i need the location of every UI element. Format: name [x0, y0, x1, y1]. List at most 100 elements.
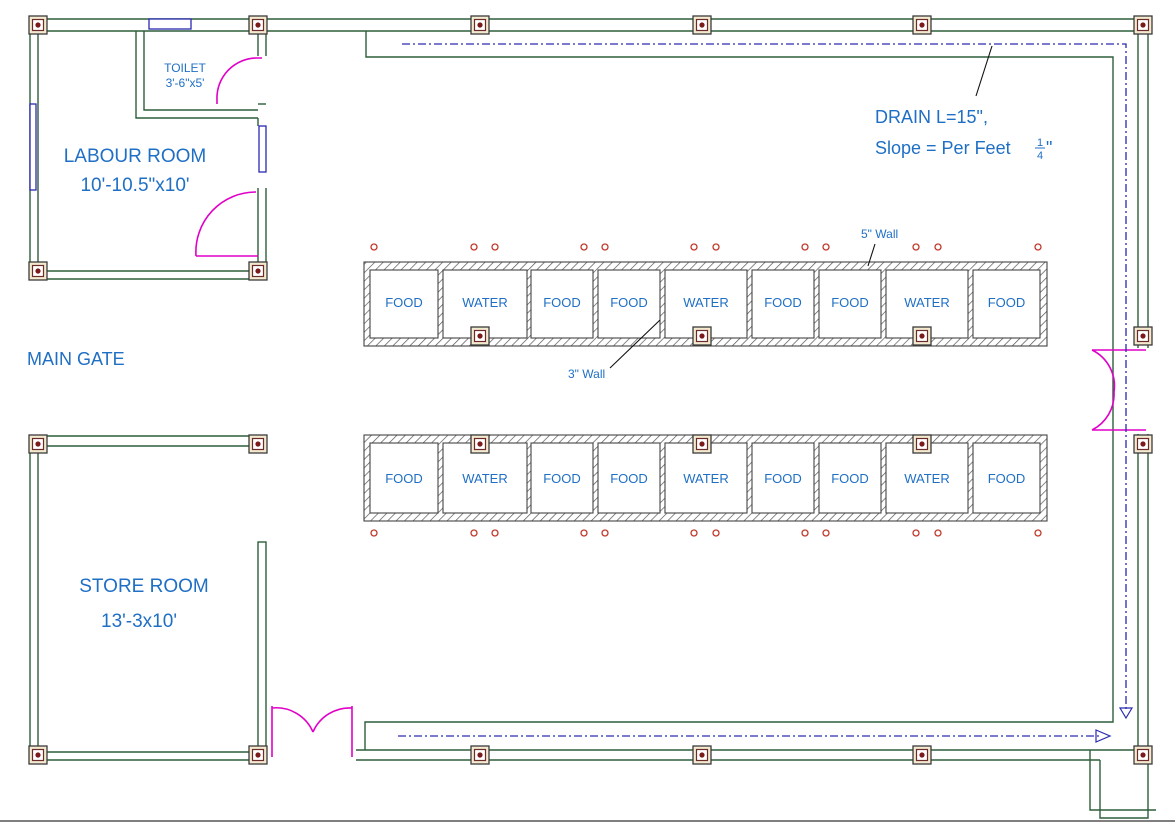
toilet-window-top [148, 18, 192, 30]
trough-cell [818, 442, 882, 514]
column-post [470, 745, 490, 765]
post-marker [470, 529, 478, 537]
structural-columns [28, 15, 1153, 765]
trough-cell-label: FOOD [385, 295, 423, 310]
post-marker [1034, 243, 1042, 251]
drain-slope-suffix: " [1046, 138, 1052, 158]
drain-leader [975, 45, 993, 97]
labour-room-window-right [258, 125, 267, 173]
trough-cell-label: WATER [683, 471, 729, 486]
post-marker [370, 529, 378, 537]
column-post [692, 434, 712, 454]
post-marker [491, 243, 499, 251]
column-post [1133, 745, 1153, 765]
drain-slope-prefix: Slope = Per Feet [875, 138, 1011, 158]
trough-cell-label: FOOD [988, 471, 1026, 486]
post-marker [580, 243, 588, 251]
column-post [28, 434, 48, 454]
five-inch-wall-leader [867, 243, 876, 267]
post-marker [580, 529, 588, 537]
column-post [248, 261, 268, 281]
column-post [28, 261, 48, 281]
post-marker [712, 243, 720, 251]
drain-fraction-den: 4 [1037, 150, 1043, 162]
labour-room-size: 10'-10.5"x10' [80, 175, 189, 196]
trough-cell-label: FOOD [764, 295, 802, 310]
trough-cell [751, 442, 815, 514]
post-marker [801, 243, 809, 251]
column-post [28, 15, 48, 35]
trough-cell [818, 269, 882, 339]
column-post [912, 745, 932, 765]
store-room-size: 13'-3x10' [101, 611, 177, 632]
labour-room-door[interactable] [195, 191, 258, 257]
column-post [912, 15, 932, 35]
column-post [692, 15, 712, 35]
trough-cell-label: FOOD [831, 295, 869, 310]
labour-room-window-left [29, 103, 37, 191]
column-post [248, 745, 268, 765]
trough-cell-label: WATER [462, 295, 508, 310]
post-marker [690, 243, 698, 251]
drain-slope-note: Slope = Per Feet [875, 138, 1011, 158]
trough-cell-label: FOOD [543, 295, 581, 310]
trough-cell [751, 269, 815, 339]
post-marker [934, 529, 942, 537]
trough-blocks: FOOD WATER FOOD FOOD WATER FOOD FOOD WATER FOOD F… [363, 261, 1048, 522]
trough-cell-label: FOOD [385, 471, 423, 486]
five-inch-wall-note: 5" Wall [861, 227, 898, 241]
column-post [248, 434, 268, 454]
column-post [470, 326, 490, 346]
post-marker [822, 243, 830, 251]
trough-cell [369, 269, 439, 339]
post-marker [712, 529, 720, 537]
trough-cell-label: FOOD [988, 295, 1026, 310]
trough-cell-label: WATER [462, 471, 508, 486]
trough-cell-label: FOOD [610, 295, 648, 310]
trough-cell-label: WATER [904, 471, 950, 486]
trough-cell [664, 442, 748, 514]
column-post [28, 745, 48, 765]
toilet-title: TOILET [164, 61, 206, 75]
main-gate-label: MAIN GATE [27, 349, 125, 369]
post-marker [470, 243, 478, 251]
trough-cell-label: FOOD [764, 471, 802, 486]
post-marker [801, 529, 809, 537]
column-post [1133, 434, 1153, 454]
trough-cell [597, 269, 661, 339]
post-marker [822, 529, 830, 537]
store-room-door[interactable] [271, 706, 353, 757]
store-room-title: STORE ROOM [79, 576, 209, 597]
side-gate-door[interactable] [1091, 349, 1146, 431]
post-marker [912, 529, 920, 537]
three-inch-wall-leader [609, 319, 661, 369]
column-post [692, 326, 712, 346]
trough-cell-label: FOOD [831, 471, 869, 486]
post-marker [1034, 529, 1042, 537]
trough-cell [530, 269, 594, 339]
post-marker [601, 243, 609, 251]
post-markers [370, 243, 1042, 537]
post-marker [690, 529, 698, 537]
labour-room-title: LABOUR ROOM [64, 146, 207, 167]
toilet-door[interactable] [216, 57, 262, 104]
post-marker [912, 243, 920, 251]
drain-length-note: DRAIN L=15", [875, 107, 988, 127]
trough-cell-label: WATER [904, 295, 950, 310]
trough-cell [972, 442, 1041, 514]
trough-cell [597, 442, 661, 514]
three-inch-wall-note: 3" Wall [568, 367, 605, 381]
column-post [248, 15, 268, 35]
column-post [470, 15, 490, 35]
drain-fraction-num: 1 [1037, 137, 1043, 149]
trough-cell [885, 442, 969, 514]
post-marker [491, 529, 499, 537]
store-room-walls [29, 435, 267, 761]
post-marker [934, 243, 942, 251]
trough-cell [369, 442, 439, 514]
column-post [912, 434, 932, 454]
trough-cell-label: FOOD [543, 471, 581, 486]
column-post [1133, 326, 1153, 346]
post-marker [370, 243, 378, 251]
